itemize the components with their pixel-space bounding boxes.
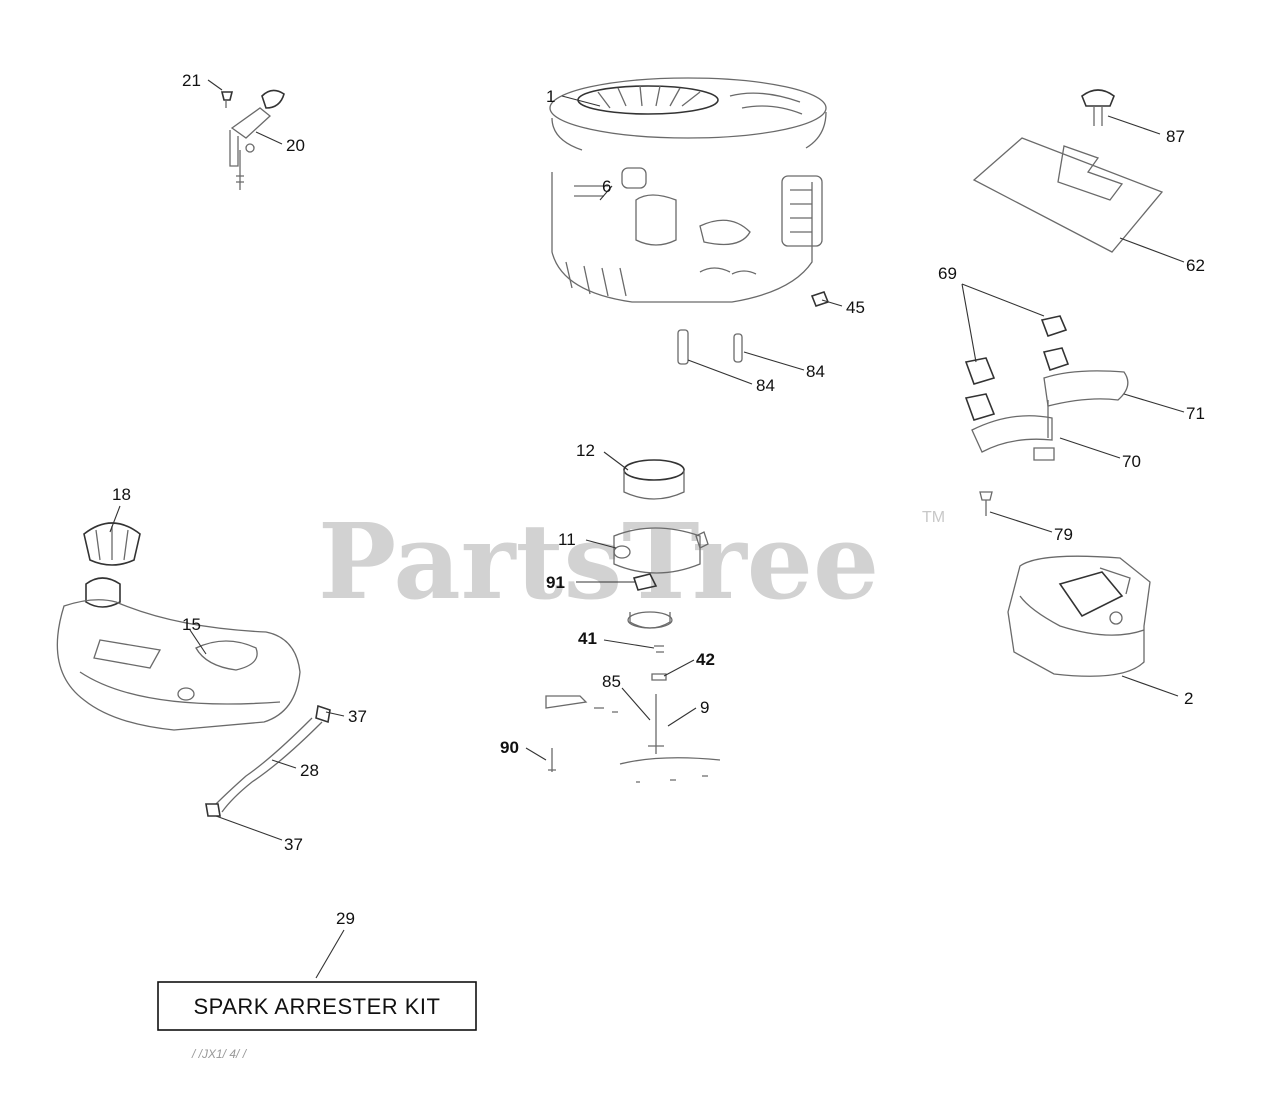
- callout-20: 20: [286, 136, 305, 155]
- callout-9: 9: [700, 698, 709, 717]
- leader-lines: [109, 79, 1185, 979]
- callout-21: 21: [182, 71, 201, 90]
- callout-11: 11: [558, 530, 576, 549]
- callout-37-bottom: 37: [284, 835, 303, 854]
- callout-41: 41: [578, 629, 597, 648]
- callout-45: 45: [846, 298, 865, 317]
- callout-91: 91: [546, 573, 565, 592]
- callout-15: 15: [182, 615, 201, 634]
- callout-84-left: 84: [756, 376, 775, 395]
- callout-85: 85: [602, 672, 621, 691]
- air-cleaner-part: [545, 459, 721, 783]
- fuel-tank-part: [56, 522, 331, 817]
- callout-37-top: 37: [348, 707, 367, 726]
- spark-arrester-kit-box: SPARK ARRESTER KIT: [157, 981, 477, 1031]
- callout-71: 71: [1186, 404, 1205, 423]
- shield-part: [972, 89, 1164, 253]
- kit-box-label: SPARK ARRESTER KIT: [194, 994, 441, 1019]
- callout-84-right: 84: [806, 362, 825, 381]
- kit-box-border: [157, 981, 477, 1031]
- mount-bracket-part: [964, 315, 1129, 516]
- callout-28: 28: [300, 761, 319, 780]
- footer-code: / /JX1/ 4/ /: [191, 1047, 248, 1061]
- callout-12: 12: [576, 441, 595, 460]
- callout-79: 79: [1054, 525, 1073, 544]
- callout-1: 1: [546, 87, 555, 106]
- callout-90: 90: [500, 738, 519, 757]
- callout-6: 6: [602, 177, 611, 196]
- throttle-control-part: [220, 89, 285, 190]
- muffler-part: [1007, 555, 1151, 677]
- callout-labels: 21 20 1 6 45 84 84 87 62 69 71 70 12 11 …: [112, 71, 1205, 928]
- callout-18: 18: [112, 485, 131, 504]
- callout-42: 42: [696, 650, 715, 669]
- callout-87: 87: [1166, 127, 1185, 146]
- callout-62: 62: [1186, 256, 1205, 275]
- engine-part: [549, 77, 830, 365]
- callout-29: 29: [336, 909, 355, 928]
- watermark-trademark: TM: [922, 509, 945, 526]
- callout-70: 70: [1122, 452, 1141, 471]
- callout-2: 2: [1184, 689, 1193, 708]
- callout-69: 69: [938, 264, 957, 283]
- watermark-text: PartsTree: [318, 500, 879, 623]
